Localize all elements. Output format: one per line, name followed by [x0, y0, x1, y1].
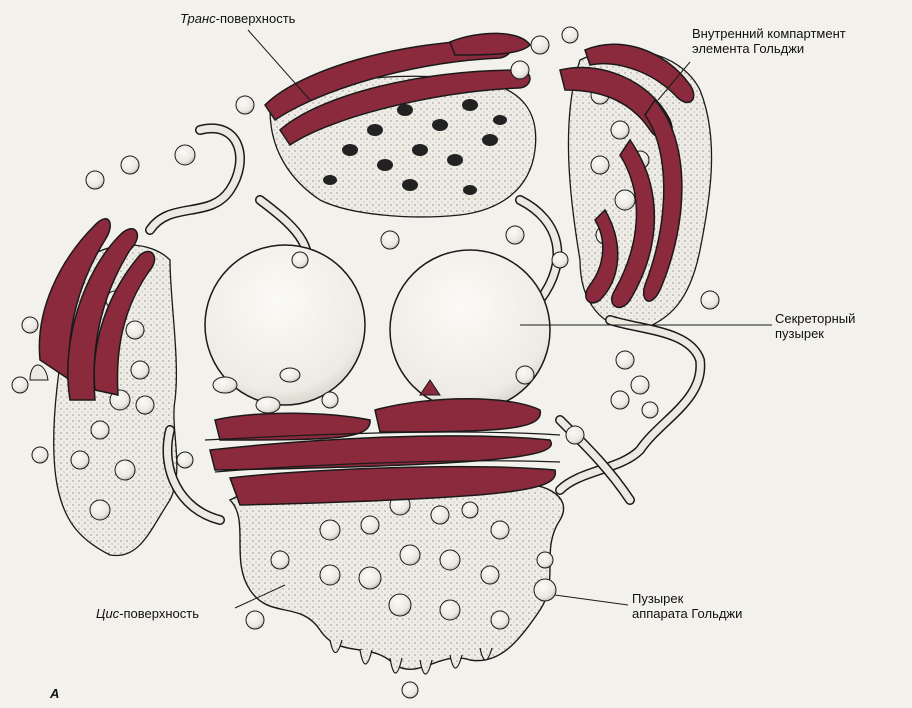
- trans-face-label-rest: -поверхность: [216, 11, 296, 26]
- panel-letter: А: [50, 686, 59, 701]
- trans-face-label-italic: Транс: [180, 11, 216, 26]
- medial-cisternae: [205, 399, 560, 505]
- cis-face-label: Цис-поверхность: [96, 606, 199, 621]
- golgi-vesicle-label-line2: аппарата Гольджи: [632, 606, 742, 621]
- inner-compartment-label-line2: элемента Гольджи: [692, 41, 846, 56]
- trans-face-label: Транс-поверхность: [180, 11, 295, 26]
- inner-compartment-label-line1: Внутренний компартмент: [692, 26, 846, 41]
- secretory-vesicle-label-line1: Секреторный: [775, 311, 855, 326]
- inner-compartment-label: Внутренний компартмент элемента Гольджи: [692, 26, 846, 56]
- cis-face-label-rest: -поверхность: [119, 606, 199, 621]
- golgi-vesicle-label: Пузырек аппарата Гольджи: [632, 591, 742, 621]
- cis-face-label-italic: Цис: [96, 606, 119, 621]
- golgi-vesicle-label-line1: Пузырек: [632, 591, 742, 606]
- secretory-vesicle-label-line2: пузырек: [775, 326, 855, 341]
- secretory-vesicle-label: Секреторный пузырек: [775, 311, 855, 341]
